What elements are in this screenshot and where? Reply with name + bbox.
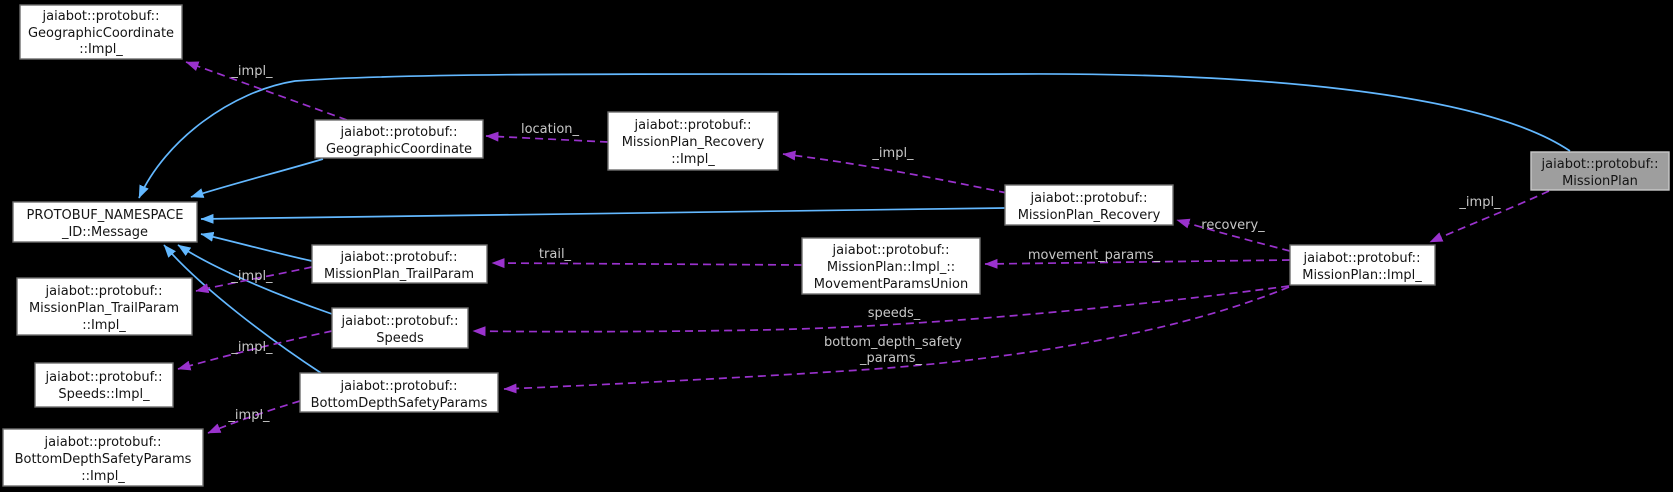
class-node-box[interactable]	[314, 119, 484, 159]
edge-label-impl-recovery: _impl_	[871, 146, 914, 161]
class-node-line: jaiabot::protobuf::	[634, 118, 752, 133]
class-node-line: jaiabot::protobuf::	[45, 284, 163, 299]
class-node-line: jaiabot::protobuf::	[1541, 157, 1659, 172]
class-node-line: MissionPlan_TrailParam	[29, 301, 179, 316]
class-node-missionplan-recovery[interactable]: jaiabot::protobuf:: MissionPlan_Recovery	[1004, 184, 1174, 226]
class-node-speeds-impl[interactable]: jaiabot::protobuf:: Speeds::Impl_	[34, 362, 174, 408]
class-node-line: Speeds::Impl_	[58, 387, 150, 402]
class-node-line: BottomDepthSafetyParams	[311, 396, 488, 411]
edge-label-impl-missionplan: _impl_	[1458, 195, 1501, 210]
edge-label-speeds: speeds_	[868, 306, 921, 321]
usage-edge-missionplan-to-missionplan-impl	[1429, 190, 1550, 243]
class-node-line: MissionPlan_Recovery	[1018, 208, 1161, 223]
class-node-line: jaiabot::protobuf::	[832, 243, 950, 258]
class-node-box[interactable]	[331, 307, 469, 349]
class-node-protobuf-message[interactable]: PROTOBUF_NAMESPACE _ID::Message	[12, 201, 198, 243]
edge-label-location: location_	[521, 122, 580, 137]
class-node-line: jaiabot::protobuf::	[340, 250, 458, 265]
edge-label-impl-gc: _impl_	[230, 64, 273, 79]
edge-label-recovery: recovery_	[1201, 218, 1265, 233]
edge-label-bottom-depth-safety-line1: bottom_depth_safety	[824, 335, 962, 350]
class-node-line: ::Impl_	[79, 42, 123, 57]
usage-edge-missionplan-impl-to-union	[984, 258, 1291, 269]
edge-labels: _impl_ location_ _impl_ _impl_ recovery_…	[227, 64, 1501, 423]
class-node-box[interactable]	[1004, 184, 1174, 226]
class-node-line: _ID::Message	[61, 225, 148, 240]
class-node-box[interactable]	[19, 4, 183, 60]
usage-edge-recovery-impl-to-gc	[485, 131, 609, 143]
class-node-speeds[interactable]: jaiabot::protobuf:: Speeds	[331, 307, 469, 349]
class-node-line: jaiabot::protobuf::	[44, 435, 162, 450]
class-node-line: jaiabot::protobuf::	[1303, 251, 1421, 266]
class-node-line: MissionPlan::Impl_::	[827, 260, 955, 275]
class-node-missionplan-impl[interactable]: jaiabot::protobuf:: MissionPlan::Impl_	[1289, 244, 1436, 286]
class-node-line: jaiabot::protobuf::	[341, 314, 459, 329]
class-node-box[interactable]	[607, 111, 779, 171]
class-node-box[interactable]	[16, 277, 193, 336]
class-node-box[interactable]	[311, 244, 488, 284]
inheritance-edge-missionplan-to-message	[138, 73, 1571, 199]
class-node-box[interactable]	[12, 201, 198, 243]
class-node-bottom-depth-safety-params[interactable]: jaiabot::protobuf:: BottomDepthSafetyPar…	[299, 372, 499, 413]
edge-label-impl-bdsp: _impl_	[227, 408, 270, 423]
usage-edge-union-to-trailparam	[491, 258, 803, 269]
usage-edge-trailparam-to-trailparam-impl	[195, 266, 313, 294]
class-node-geographic-coordinate-impl[interactable]: jaiabot::protobuf:: GeographicCoordinate…	[19, 4, 183, 60]
class-node-box-highlighted	[1530, 151, 1670, 191]
class-node-box[interactable]	[2, 428, 204, 487]
class-node-line: GeographicCoordinate	[28, 26, 174, 41]
inheritance-edge-gc-to-message	[190, 158, 324, 198]
class-node-line: ::Impl_	[82, 318, 126, 333]
class-node-line: jaiabot::protobuf::	[1030, 191, 1148, 206]
class-node-geographic-coordinate[interactable]: jaiabot::protobuf:: GeographicCoordinate	[314, 119, 484, 159]
edge-label-movement-params: movement_params_	[1028, 248, 1161, 263]
usage-edge-recovery-to-recovery-impl	[782, 150, 1008, 194]
class-node-bottom-depth-safety-params-impl[interactable]: jaiabot::protobuf:: BottomDepthSafetyPar…	[2, 428, 204, 487]
usage-edges	[177, 61, 1550, 434]
class-node-box[interactable]	[34, 362, 174, 408]
class-node-line: MovementParamsUnion	[814, 277, 968, 292]
class-node-line: Speeds	[376, 331, 424, 346]
edge-label-impl-trailparam: _impl_	[230, 269, 273, 284]
class-node-movement-params-union[interactable]: jaiabot::protobuf:: MissionPlan::Impl_::…	[801, 237, 981, 295]
class-node-line: GeographicCoordinate	[326, 142, 472, 157]
usage-edge-gc-to-gc-impl	[185, 61, 348, 121]
class-node-box[interactable]	[1289, 244, 1436, 286]
inheritance-edge-bdsp-to-message	[163, 244, 322, 374]
class-node-box[interactable]	[801, 237, 981, 295]
edge-label-impl-speeds: _impl_	[230, 340, 273, 355]
class-node-line: MissionPlan	[1562, 174, 1638, 189]
class-node-line: MissionPlan_TrailParam	[324, 267, 474, 282]
edge-label-bottom-depth-safety-line2: _params_	[859, 351, 922, 366]
class-node-line: jaiabot::protobuf::	[45, 370, 163, 385]
class-node-line: MissionPlan::Impl_	[1302, 268, 1422, 283]
usage-edge-speeds-to-speeds-impl	[177, 330, 333, 371]
class-node-line: BottomDepthSafetyParams	[15, 452, 192, 467]
class-node-line: MissionPlan_Recovery	[622, 135, 765, 150]
usage-edge-missionplan-impl-to-recovery	[1176, 218, 1291, 252]
class-node-line: ::Impl_	[671, 152, 715, 167]
class-node-line: ::Impl_	[81, 469, 125, 484]
inheritance-edge-trailparam-to-message	[200, 231, 313, 262]
class-node-missionplan-recovery-impl[interactable]: jaiabot::protobuf:: MissionPlan_Recovery…	[607, 111, 779, 171]
class-node-line: jaiabot::protobuf::	[340, 125, 458, 140]
class-node-line: jaiabot::protobuf::	[340, 379, 458, 394]
usage-edge-missionplan-impl-to-bdsp	[503, 286, 1290, 394]
class-node-line: PROTOBUF_NAMESPACE	[27, 208, 184, 223]
edge-label-trail: trail_	[539, 247, 572, 262]
class-node-line: jaiabot::protobuf::	[42, 9, 160, 24]
usage-edge-missionplan-impl-to-speeds	[472, 285, 1290, 337]
class-node-box[interactable]	[299, 372, 499, 413]
class-node-trailparam[interactable]: jaiabot::protobuf:: MissionPlan_TrailPar…	[311, 244, 488, 284]
class-node-trailparam-impl[interactable]: jaiabot::protobuf:: MissionPlan_TrailPar…	[16, 277, 193, 336]
class-node-missionplan-current: jaiabot::protobuf:: MissionPlan	[1530, 151, 1670, 191]
inheritance-edge-recovery-to-message	[200, 207, 1006, 224]
